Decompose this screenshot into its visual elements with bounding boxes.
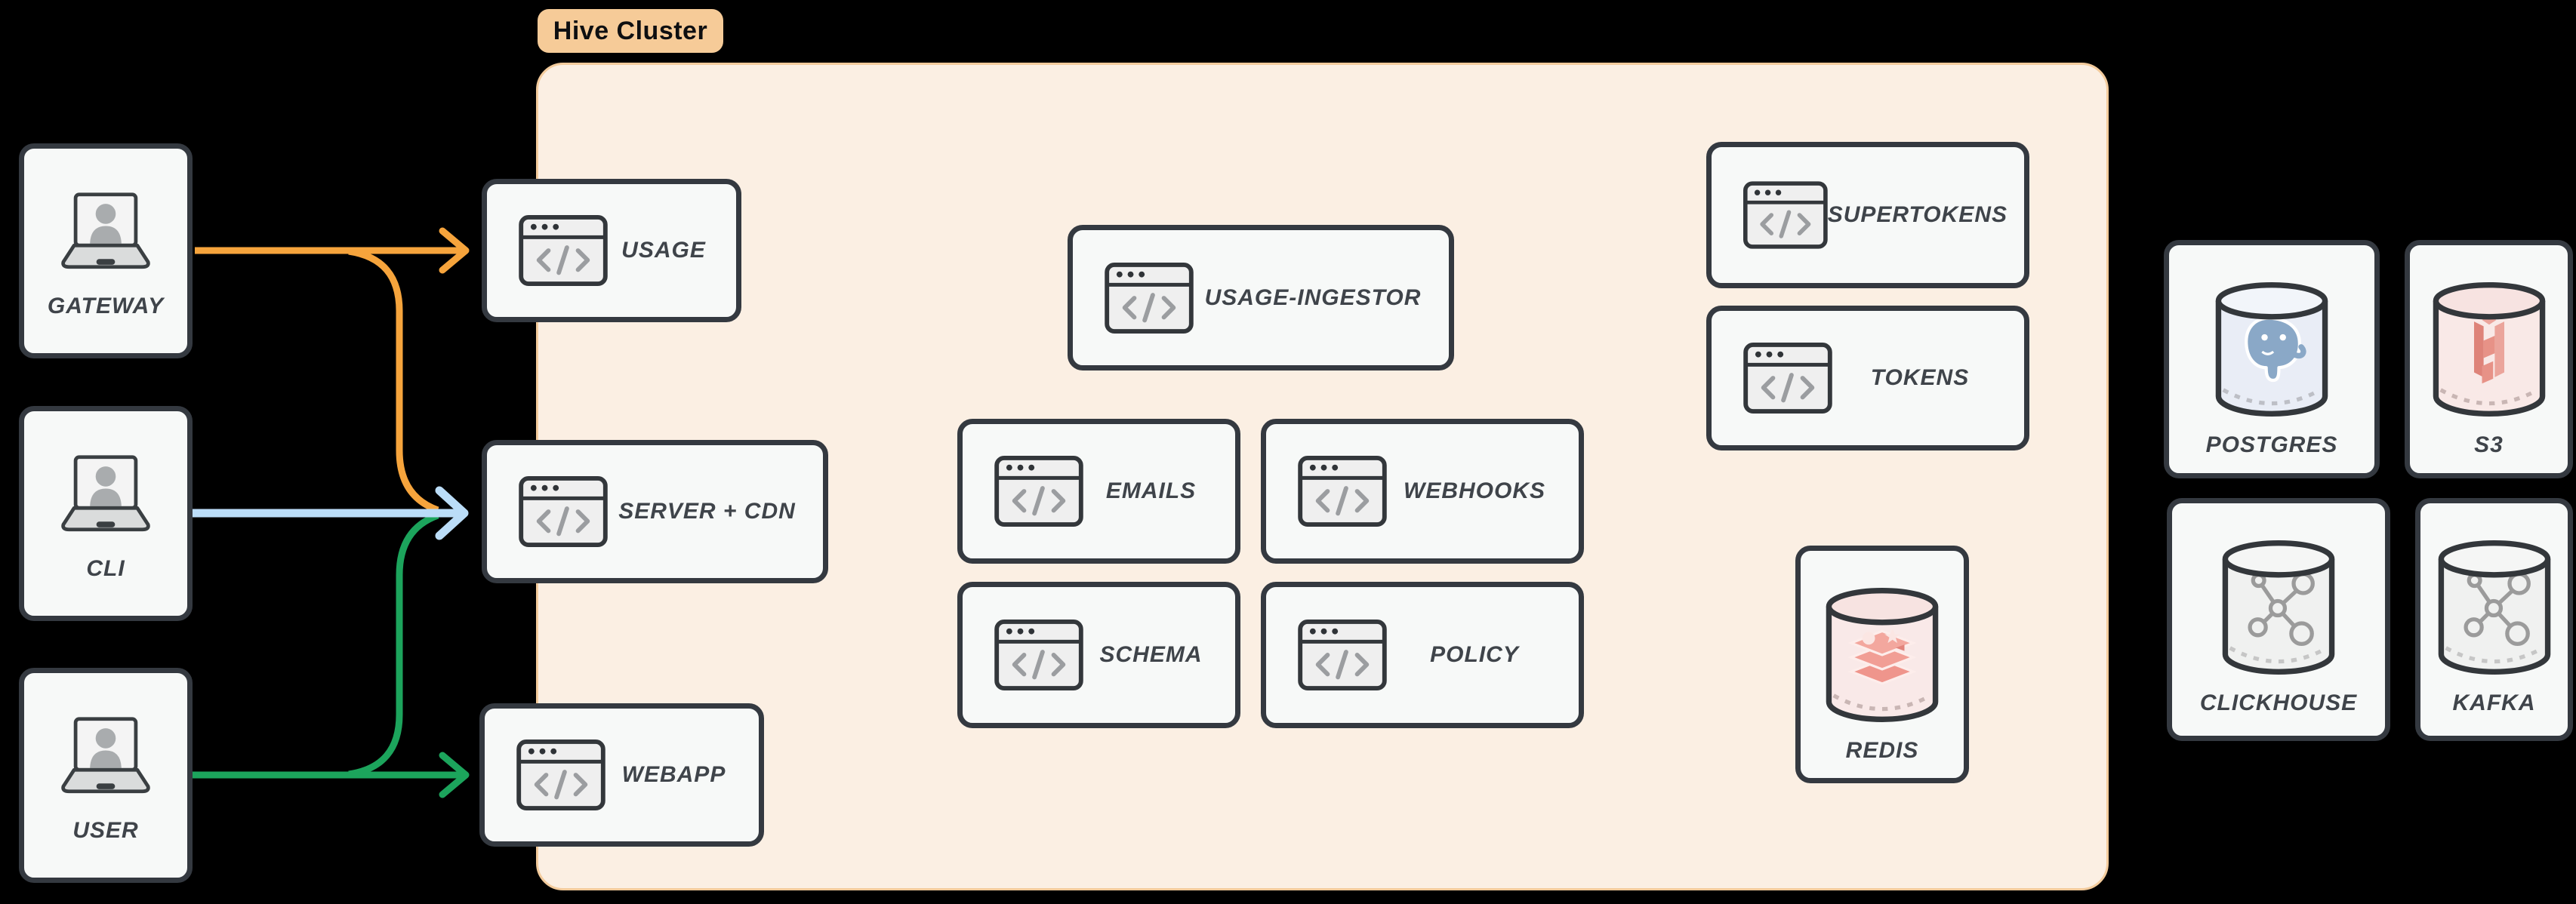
browser-code-icon xyxy=(1298,456,1387,527)
laptop-user-icon xyxy=(61,192,150,269)
postgres-database-icon xyxy=(2215,281,2328,417)
network-glyph xyxy=(2248,572,2315,647)
browser-code-icon xyxy=(516,739,605,810)
actor-label: GATEWAY xyxy=(47,294,165,318)
browser-code-icon xyxy=(1105,262,1194,334)
postgres-elephant-glyph xyxy=(2245,316,2306,383)
datastore-node-clickhouse: CLICKHOUSE xyxy=(2167,498,2390,741)
service-node-policy: POLICY xyxy=(1261,582,1584,728)
datastore-label: REDIS xyxy=(1845,738,1919,763)
redis-stack-glyph xyxy=(1847,629,1917,685)
service-node-server-cdn: SERVER + CDN xyxy=(482,440,828,583)
clickhouse-database-icon xyxy=(2222,540,2335,675)
service-label: SERVER + CDN xyxy=(618,499,796,524)
service-node-supertokens: SUPERTOKENS xyxy=(1706,142,2029,288)
actor-label: USER xyxy=(72,818,139,843)
datastore-node-postgres: POSTGRES xyxy=(2164,240,2380,478)
service-label: EMAILS xyxy=(1105,478,1197,503)
service-node-usage-ingestor: USAGE-INGESTOR xyxy=(1068,225,1454,371)
redis-database-icon xyxy=(1826,587,1939,722)
service-node-webhooks: WEBHOOKS xyxy=(1261,419,1584,564)
service-node-schema: SCHEMA xyxy=(957,582,1240,728)
actor-label: CLI xyxy=(86,556,125,581)
arrow-cli xyxy=(190,486,469,540)
service-label: USAGE xyxy=(621,238,706,263)
service-label: WEBHOOKS xyxy=(1404,478,1545,503)
kafka-database-icon xyxy=(2438,540,2550,675)
datastore-label: S3 xyxy=(2474,432,2504,457)
actor-card-cli: CLI xyxy=(19,406,193,621)
actor-card-gateway: GATEWAY xyxy=(19,143,193,358)
service-label: WEBAPP xyxy=(621,762,726,787)
datastore-label: CLICKHOUSE xyxy=(2199,690,2358,715)
s3-blocks-glyph xyxy=(2473,315,2504,384)
actor-card-user: USER xyxy=(19,668,193,883)
hive-cluster-label-text: Hive Cluster xyxy=(553,16,708,45)
datastore-node-s3: S3 xyxy=(2405,240,2573,478)
service-label: TOKENS xyxy=(1870,365,1970,390)
service-label: SCHEMA xyxy=(1099,642,1203,667)
browser-code-icon xyxy=(994,456,1083,527)
service-node-usage: USAGE xyxy=(482,179,741,322)
laptop-user-icon xyxy=(61,717,150,794)
arrow-gateway xyxy=(195,227,470,514)
laptop-user-icon xyxy=(61,455,150,532)
datastore-label: KAFKA xyxy=(2452,690,2536,715)
service-node-emails: EMAILS xyxy=(957,419,1240,564)
datastore-label: POSTGRES xyxy=(2205,432,2338,457)
s3-database-icon xyxy=(2433,281,2545,417)
service-node-tokens: TOKENS xyxy=(1706,306,2029,450)
datastore-node-kafka: KAFKA xyxy=(2415,498,2573,741)
hive-cluster-label: Hive Cluster xyxy=(538,9,723,53)
datastore-node-redis: REDIS xyxy=(1795,546,1969,783)
service-label: SUPERTOKENS xyxy=(1827,202,2007,227)
arrow-user xyxy=(189,512,470,798)
service-label: USAGE-INGESTOR xyxy=(1204,284,1422,310)
service-node-webapp: WEBAPP xyxy=(479,703,764,847)
browser-code-icon xyxy=(1743,181,1828,249)
browser-code-icon xyxy=(994,620,1083,690)
browser-code-icon xyxy=(519,215,608,286)
browser-code-icon xyxy=(519,476,608,547)
browser-code-icon xyxy=(1298,620,1387,690)
browser-code-icon xyxy=(1743,343,1832,414)
service-label: POLICY xyxy=(1430,642,1519,667)
